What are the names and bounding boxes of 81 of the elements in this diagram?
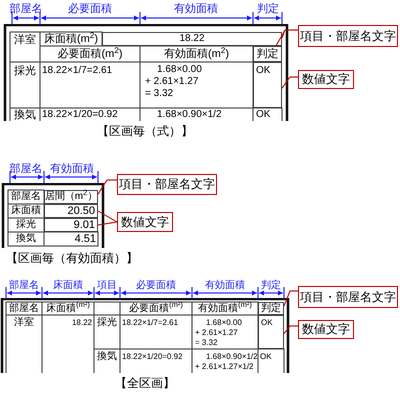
column-heading: 床面積$^{(m²)}$: [46, 302, 90, 315]
table-cell: [102, 32, 282, 46]
column-heading: 居間（m$^{2}$）: [44, 191, 98, 203]
caption: 【区画毎（式）】: [97, 124, 193, 139]
dimension-label: 部屋名: [9, 279, 39, 292]
leader-line: [284, 326, 298, 334]
table-cell: [44, 204, 98, 218]
value-text: 18.22×1/7=2.61: [122, 318, 178, 328]
row-heading: 床面積: [11, 204, 41, 218]
column-heading: 必要面積(m$^{2}$): [57, 46, 123, 62]
column-heading: 判定: [256, 47, 278, 61]
callout-box: [298, 286, 398, 308]
caption: 【全区画】: [115, 376, 175, 391]
value-text: OK: [260, 352, 272, 362]
callout-text: 数値文字: [302, 322, 350, 337]
row-heading: 換気: [97, 351, 117, 363]
callout-text: 数値文字: [121, 214, 169, 230]
value-text: 1.68×0.00: [206, 318, 242, 328]
value-text: OK: [261, 317, 273, 328]
value-text: = 3.32: [145, 88, 174, 100]
callout-box: [298, 70, 354, 89]
value-text: 1.68×0.90×1/2: [157, 109, 222, 121]
value-text: + 2.61×1.27: [195, 328, 238, 338]
dimension-label: 部屋名: [10, 162, 42, 176]
value-text: + 2.61×1.27: [145, 76, 198, 88]
dimension-label: 判定: [257, 2, 279, 16]
value-text: 9.01: [74, 219, 95, 231]
value-text: 18.22×1/20=0.92: [122, 352, 183, 362]
dimension-label: 有効面積: [50, 162, 94, 176]
callout-box: [298, 320, 354, 339]
callout-box: [117, 212, 173, 232]
dimension-label: 有効面積: [174, 2, 218, 16]
row-heading: 換気: [14, 109, 36, 121]
row-heading: 換気: [16, 232, 36, 246]
table-cell: [253, 62, 282, 108]
dimension-label: 必要面積: [136, 279, 176, 292]
value-text: 20.50: [67, 205, 95, 217]
table-cell: [258, 302, 284, 315]
callout-text: 項目・部屋名文字: [300, 28, 396, 44]
value-text: 1.68×0.90×1/2: [206, 352, 258, 362]
value-text: OK: [256, 109, 270, 121]
dimension-label: 部屋名: [10, 2, 42, 16]
column-heading: 判定: [261, 303, 281, 314]
leader-line: [98, 180, 118, 195]
row-heading: 洋室: [14, 33, 36, 47]
dimension-label: 判定: [261, 279, 281, 292]
table-cell: [44, 218, 98, 232]
callout-text: 項目・部屋名文字: [300, 290, 396, 304]
value-text: 18.22: [179, 33, 205, 45]
row-heading: 採光: [14, 64, 36, 78]
column-heading: 必要面積$^{(m²)}$: [129, 302, 183, 315]
column-heading: 有効面積$^{(m²)}$: [198, 302, 252, 315]
value-text: = 3.32: [195, 338, 218, 348]
row-heading: 洋室: [14, 317, 34, 329]
column-heading: 部屋名: [11, 190, 41, 204]
row-heading: 採光: [16, 218, 36, 232]
caption: 【区画毎（有効面積）】: [6, 251, 138, 266]
callout-text: 数値文字: [302, 72, 350, 87]
value-text: 4.51: [74, 232, 96, 246]
row-heading: 採光: [97, 317, 117, 329]
leader-line: [98, 222, 118, 226]
dimension-label: 必要面積: [68, 2, 112, 16]
value-text: 18.22×1/20=0.92: [42, 109, 118, 121]
leader-line: [282, 76, 298, 89]
column-heading: 床面積(m$^{2}$): [44, 32, 98, 46]
column-heading: 部屋名: [9, 302, 39, 315]
value-text: OK: [256, 64, 270, 77]
dimension-label: 床面積: [53, 279, 83, 292]
value-text: 1.68×0.00: [157, 64, 202, 76]
dimension-label: 項目: [97, 279, 117, 292]
table-cell: [258, 315, 284, 349]
value-text: 18.22: [72, 318, 92, 328]
dimension-label: 有効面積: [205, 279, 245, 292]
callout-text: 項目・部屋名文字: [119, 177, 215, 192]
value-text: + 2.61×1.27×1/2: [195, 362, 254, 372]
value-text: 18.22×1/7=2.61: [42, 64, 112, 78]
callout-box: [298, 25, 398, 47]
column-heading: 有効面積(m$^{2}$): [164, 46, 230, 62]
leader-line: [284, 290, 298, 306]
leader-line: [98, 210, 118, 222]
table-cell: [253, 46, 282, 62]
